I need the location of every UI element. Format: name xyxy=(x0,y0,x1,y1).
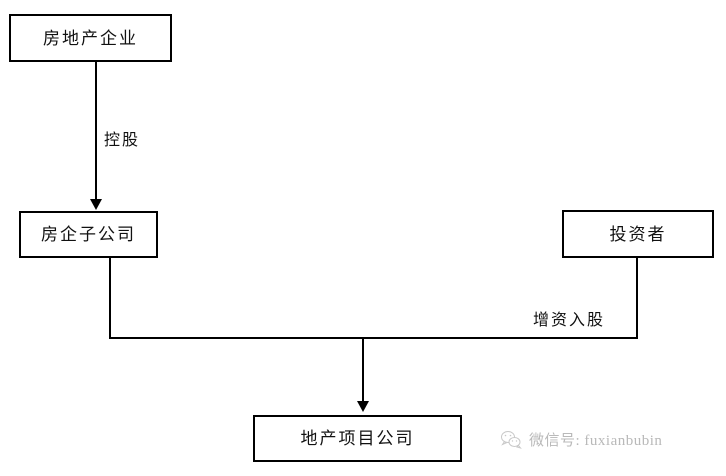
node-developer-subsidiary[interactable]: 房企子公司 xyxy=(19,211,158,258)
edge-subsidiary-drop-line xyxy=(109,258,111,339)
edge-project-line xyxy=(362,337,364,403)
edge-label-control: 控股 xyxy=(104,132,141,149)
edge-project-arrowhead-icon xyxy=(357,401,369,412)
watermark-text: 微信号: fuxianbubin xyxy=(529,433,663,449)
edge-label-capital-increase: 增资入股 xyxy=(533,312,606,329)
node-real-estate-enterprise[interactable]: 房地产企业 xyxy=(9,14,172,62)
edge-control-arrowhead-icon xyxy=(90,199,102,210)
watermark: 微信号: fuxianbubin xyxy=(500,429,662,450)
node-label: 投资者 xyxy=(609,224,667,244)
node-project-company[interactable]: 地产项目公司 xyxy=(253,415,462,462)
node-investor[interactable]: 投资者 xyxy=(562,210,714,258)
edge-horizontal-bus-line xyxy=(109,337,638,339)
node-label: 房企子公司 xyxy=(41,225,136,244)
wechat-icon xyxy=(501,431,522,449)
node-label: 地产项目公司 xyxy=(300,429,415,448)
edge-control-line xyxy=(95,62,97,200)
node-label: 房地产企业 xyxy=(43,28,138,48)
edge-investor-drop-line xyxy=(636,258,638,339)
